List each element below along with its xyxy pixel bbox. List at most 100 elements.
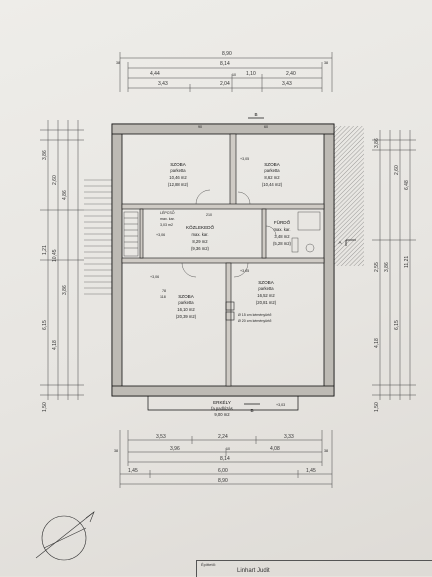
room-area-gross: (10,44 m2) [262, 182, 283, 187]
room-hall: KÖZLEKEDŐ max. kar. 8,29 m2 (9,36 m2) [186, 224, 215, 251]
dim-left-2: 4,86 [62, 190, 68, 200]
room-bottom-right: SZOBA parketta 16,52 m2 (20,81 m2) [256, 280, 277, 305]
dim-bottom-overall: 8,90 [218, 478, 228, 484]
north-arrow-icon [35, 511, 95, 561]
dim-top-row2: 8,14 [220, 61, 230, 67]
section-mark-top: B [254, 112, 257, 117]
dim-top-row3-b: 1,10 [246, 71, 256, 77]
dim-right-7: 4,18 [374, 338, 380, 348]
balcony: ERKÉLY fa padlózás 9,00 m2 [147, 396, 299, 417]
room-area: 3,03 m2 [160, 223, 173, 227]
room-area-gross: (5,28 m2) [273, 241, 292, 246]
dim-right-8: 1,50 [374, 402, 380, 412]
dim-left-5: 3,86 [62, 285, 68, 295]
room-floor: parketta [178, 300, 194, 305]
dim-right-3: 2,55 [374, 262, 380, 272]
dim-right-0: 3,86 [374, 138, 380, 148]
balcony-area: 9,00 m2 [214, 412, 230, 417]
door-tag-1: 78 [162, 289, 166, 293]
left-dimensions [40, 120, 84, 400]
room-top-right: SZOBA parketta 8,62 m2 (10,44 m2) [262, 162, 283, 187]
dim-bottom-edge-right: 38 [324, 449, 328, 453]
stair-and-fixtures [123, 211, 321, 257]
balcony-floor: fa padlózás [211, 406, 232, 411]
inner-walls [121, 133, 325, 387]
room-floor: max. kar. [192, 232, 209, 237]
room-top-left: SZOBA parketta 10,46 m2 (12,88 m2) [168, 162, 189, 187]
dim-right-6: 11,21 [404, 256, 410, 268]
room-name: SZOBA [170, 162, 187, 167]
room-name: SZOBA [264, 162, 281, 167]
bottom-dimensions [119, 430, 333, 488]
title-block-label: Építtető: [201, 562, 216, 567]
right-dimensions [372, 130, 416, 400]
outer-walls [111, 123, 335, 397]
room-area-gross: (20,81 m2) [256, 300, 277, 305]
dim-bottom-row4-b: 6,00 [218, 468, 228, 474]
dim-bottom-row1-b: 2,24 [218, 434, 228, 440]
dim-top-row4-a: 3,43 [158, 81, 168, 87]
dim-bottom-row2-b: 4,08 [270, 446, 280, 452]
dim-top-overall: 8,90 [222, 51, 232, 57]
dim-left-1: 2,60 [52, 175, 58, 185]
dim-top-row3-c: 2,40 [286, 71, 296, 77]
dim-bottom-row4-a: 1,45 [128, 468, 138, 474]
room-bottom-left: SZOBA parketta 16,10 m2 (20,39 m2) [176, 294, 197, 319]
room-name: SZOBA [178, 294, 195, 299]
room-area-gross: (9,36 m2) [191, 246, 210, 251]
room-area: 3,48 m2 [274, 234, 290, 239]
room-area: 8,62 m2 [264, 175, 280, 180]
title-block: Építtető: Linhart Judit [196, 560, 432, 577]
door-tag-5: 60 [264, 125, 268, 129]
dim-left-4: 10,45 [52, 249, 58, 262]
dim-right-1: 2,60 [394, 165, 400, 175]
roof-hatch-right [334, 126, 364, 266]
dim-bottom-row1-c: 3,33 [284, 434, 294, 440]
dim-top-row4-b: 2,04 [220, 81, 230, 87]
dim-top-mid: 10 [232, 73, 236, 77]
dim-top-row3-a: 4,44 [150, 71, 160, 77]
section-mark-bottom: B [250, 408, 253, 413]
level-mark-3: +3,06 [150, 275, 159, 279]
dim-right-2: 6,48 [404, 180, 410, 190]
chimneys [225, 301, 235, 321]
balcony-name: ERKÉLY [213, 399, 231, 405]
dim-left-6: 6,15 [42, 320, 48, 330]
dim-top-edge-left: 38 [116, 61, 120, 65]
dim-right-5: 6,15 [394, 320, 400, 330]
door-tag-2: 118 [160, 295, 166, 299]
note-chimney-20: Ø 20 cm kéményürtő [238, 319, 271, 323]
door-tag-3: 210 [206, 213, 212, 217]
door-tag-4: 90 [198, 125, 202, 129]
room-floor: parketta [170, 168, 186, 173]
dim-bottom-edge-left: 38 [114, 449, 118, 453]
note-chimney-15: Ø 15 cm kéményürtő [238, 313, 271, 317]
dim-left-7: 4,18 [52, 340, 58, 350]
level-mark-4: +3,06 [156, 233, 165, 237]
room-floor: max. kar. [160, 217, 175, 221]
dim-top-row4-c: 3,43 [282, 81, 292, 87]
door-swings [181, 189, 277, 278]
level-mark-2: +3,05 [240, 269, 249, 273]
dim-left-0: 3,86 [42, 150, 48, 160]
dim-bottom-row4-c: 1,45 [306, 468, 316, 474]
room-area-gross: (12,88 m2) [168, 182, 189, 187]
dim-left-8: 1,50 [42, 402, 48, 412]
dim-left-3: 1,21 [42, 245, 48, 255]
room-area: 16,10 m2 [177, 307, 195, 312]
room-floor: max. kar. [274, 227, 291, 232]
top-dimensions [119, 52, 333, 92]
level-mark-1: +3,05 [240, 157, 249, 161]
dim-right-4: 3,86 [384, 262, 390, 272]
room-floor: parketta [264, 168, 280, 173]
title-block-name: Linhart Judit [237, 568, 270, 574]
level-mark-5: +3,03 [276, 403, 285, 407]
room-bath: FÜRDŐ max. kar. 3,48 m2 (5,28 m2) [273, 219, 292, 246]
room-name: SZOBA [258, 280, 275, 285]
room-area-gross: (20,39 m2) [176, 314, 197, 319]
room-area: 10,46 m2 [169, 175, 187, 180]
room-area: 16,52 m2 [257, 293, 275, 298]
left-stair-ticks [84, 179, 112, 295]
